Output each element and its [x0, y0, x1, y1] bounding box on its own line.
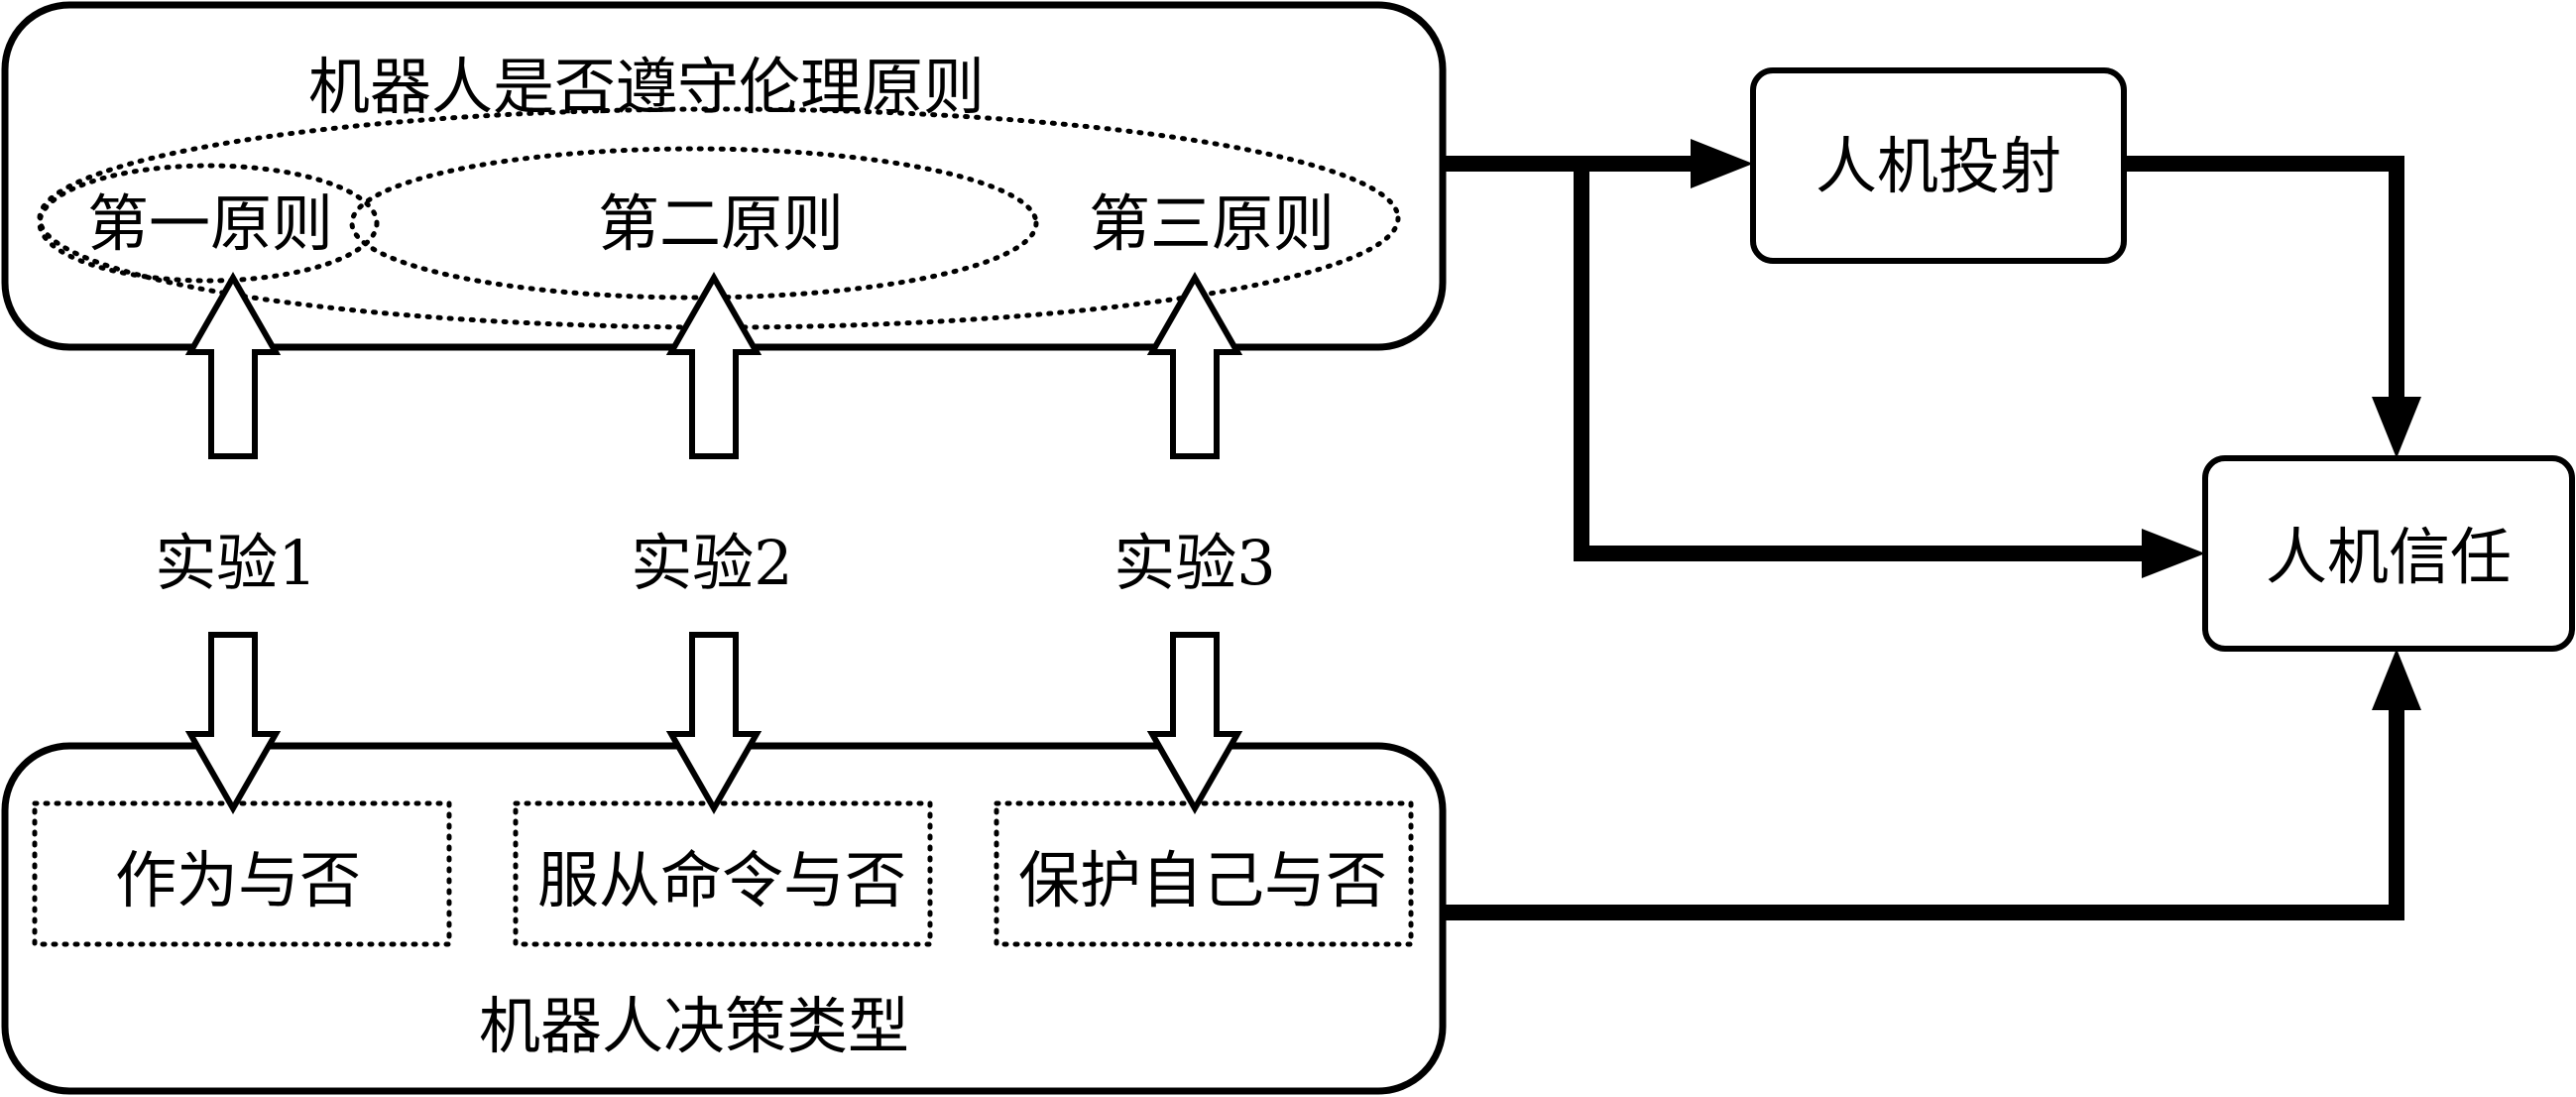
experiment-2-label: 实验2: [631, 527, 793, 599]
arrow-ethics-to-trust: [1574, 164, 2152, 561]
decision-type-2-label: 服从命令与否: [536, 844, 907, 916]
ethics-group-title: 机器人是否遵守伦理原则: [307, 51, 986, 123]
down-arrow-2: [665, 632, 762, 815]
arrowhead-trust-left: [2142, 529, 2205, 578]
decision-type-3-label: 保护自己与否: [1017, 844, 1388, 916]
experiment-1-label: 实验1: [155, 527, 317, 599]
principles-2-3-ellipse: [349, 146, 1039, 301]
decision-type-1-label: 作为与否: [114, 844, 362, 916]
decision-box-3: [994, 800, 1414, 947]
principle-1-ellipse: [37, 163, 380, 284]
up-arrow-1: [184, 271, 282, 459]
principle-1-label: 第一原则: [86, 187, 334, 260]
arrow-projection-to-trust: [2124, 156, 2404, 407]
up-arrow-3: [1146, 271, 1243, 459]
projection-node-label: 人机投射: [1815, 130, 2062, 202]
principle-2-label: 第二原则: [597, 187, 845, 260]
down-arrow-1: [184, 632, 282, 815]
arrowhead-projection: [1691, 139, 1753, 188]
arrowhead-trust-bottom: [2372, 649, 2421, 710]
principle-3-label: 第三原则: [1088, 187, 1336, 260]
decision-box-1: [32, 800, 452, 947]
experiment-3-label: 实验3: [1113, 527, 1276, 599]
arrow-decision-to-trust: [1443, 704, 2404, 920]
decision-group-title: 机器人决策类型: [478, 990, 910, 1062]
decision-box-2: [513, 800, 933, 947]
down-arrow-3: [1146, 632, 1243, 815]
arrowhead-trust-top: [2372, 397, 2421, 458]
trust-node-label: 人机信任: [2265, 521, 2513, 593]
up-arrow-2: [665, 271, 762, 459]
